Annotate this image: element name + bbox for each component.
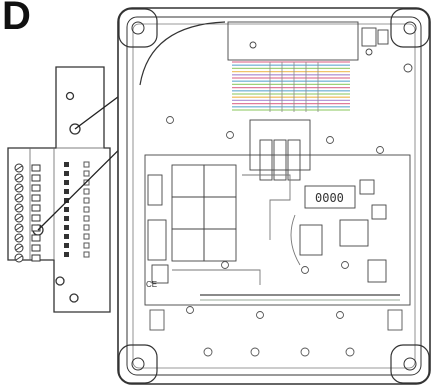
terminal-pin xyxy=(83,161,90,168)
ce-mark: CE xyxy=(146,280,157,289)
terminal-pin xyxy=(64,234,69,239)
terminal-screw xyxy=(14,223,41,233)
terminal-pin xyxy=(83,188,90,195)
screw xyxy=(166,116,174,124)
terminal-pin xyxy=(64,162,69,167)
terminal-pin xyxy=(83,179,90,186)
panel-label: D xyxy=(2,0,31,38)
terminal-screw xyxy=(14,193,41,203)
screw xyxy=(336,311,344,319)
main-pcb xyxy=(144,119,411,306)
terminal-pin xyxy=(64,180,69,185)
board-screws xyxy=(166,116,384,319)
terminal-pin xyxy=(83,242,90,249)
terminal-screw xyxy=(14,253,41,263)
terminal-screw xyxy=(14,183,41,193)
enclosure xyxy=(117,7,431,385)
terminal-screw xyxy=(14,173,41,183)
terminal-pin xyxy=(83,197,90,204)
mount-hole xyxy=(65,91,75,101)
ribbon-cable xyxy=(232,61,350,112)
terminal-pin xyxy=(83,251,90,258)
terminal-screw xyxy=(14,233,41,243)
terminal-pin xyxy=(64,207,69,212)
terminal-block-left xyxy=(14,163,41,263)
terminal-pin xyxy=(83,215,90,222)
bottom-fixings xyxy=(149,309,403,357)
led-display xyxy=(304,185,356,209)
mount-hole xyxy=(69,293,79,303)
terminal-pin xyxy=(64,252,69,257)
terminal-pin xyxy=(64,171,69,176)
terminal-pin xyxy=(83,233,90,240)
screw xyxy=(226,131,234,139)
terminal-pin xyxy=(83,206,90,213)
terminal-screw xyxy=(14,243,41,253)
terminal-screw xyxy=(14,203,41,213)
corner-boss xyxy=(118,8,430,384)
screw xyxy=(221,261,229,269)
screw xyxy=(256,311,264,319)
mount-hole xyxy=(55,276,65,286)
terminal-pin xyxy=(83,224,90,231)
terminal-screw xyxy=(14,213,41,223)
display-digits: 0000 xyxy=(315,191,344,205)
screw xyxy=(376,146,384,154)
terminal-pin xyxy=(83,170,90,177)
terminal-pin xyxy=(64,198,69,203)
screw xyxy=(301,266,309,274)
screw xyxy=(186,306,194,314)
terminal-block-right xyxy=(64,161,90,258)
terminal-bracket-detail xyxy=(7,66,111,313)
terminal-pin xyxy=(64,216,69,221)
screw xyxy=(341,261,349,269)
screw xyxy=(326,136,334,144)
top-terminal-area xyxy=(227,21,413,73)
terminal-pin xyxy=(64,243,69,248)
cover-edge xyxy=(139,21,226,86)
terminal-screw xyxy=(14,163,41,173)
mount-hole xyxy=(69,123,81,135)
terminal-pin xyxy=(64,225,69,230)
terminal-pin xyxy=(64,189,69,194)
